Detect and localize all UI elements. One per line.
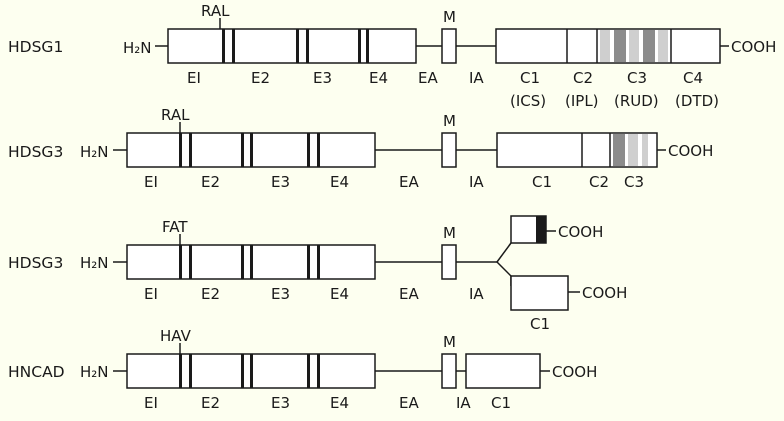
domain-label: E2 [201,394,220,412]
domain-label: EI [144,173,158,191]
rud-shaded-repeats [600,30,668,62]
domain-label: C3 [627,69,647,87]
domain-label: E4 [369,69,388,87]
domain-label: EA [399,173,419,191]
motif-label: RAL [161,106,190,124]
domain-label: E2 [201,285,220,303]
cadherin-repeat-bars [179,354,320,388]
domain-label: E3 [313,69,332,87]
domain-label: EA [399,394,419,412]
branch-line-upper [496,242,512,263]
motif-label: RAL [201,2,230,20]
n-terminus-label: H₂N [123,39,152,57]
domain-label: C1 [520,69,540,87]
domain-label: EI [144,394,158,412]
domain-label: IA [456,394,471,412]
cadherin-repeat-bars [179,133,320,167]
n-terminus-label: H₂N [80,254,109,272]
domain-labels: EI E2 E3 E4 EA IA C1 [144,394,511,412]
domain-label: C1 [532,173,552,191]
row-hdsg1: HDSG1 H₂N RAL M COOH [8,2,776,110]
domain-label: EI [144,285,158,303]
membrane-segment-box [441,353,457,389]
c-terminus-label: COOH [552,363,597,381]
n-terminus-label: H₂N [80,143,109,161]
cadherin-repeat-bars [222,29,369,63]
domain-label: IA [469,285,484,303]
n-terminus-label: H₂N [80,363,109,381]
c-terminus-label: COOH [668,142,713,160]
domain-sublabel: (ICS) [510,92,546,110]
branch-line-lower [496,261,512,286]
domain-label: E3 [271,394,290,412]
domain-label: E4 [330,394,349,412]
protein-name: HDSG3 [8,254,63,272]
domain-label: EI [187,69,201,87]
row-hdsg3: HDSG3 H₂N RAL M COOH EI E2 E [8,106,713,191]
domain-label: IA [469,173,484,191]
domain-label: E3 [271,285,290,303]
cadherin-repeat-bars [179,245,320,279]
membrane-segment-box [441,132,457,168]
domain-label: EA [418,69,438,87]
membrane-segment-box [441,244,457,280]
c-terminus-label-upper: COOH [558,223,603,241]
c-terminus-label-lower: COOH [582,284,627,302]
motif-label: FAT [162,218,188,236]
protein-name: HNCAD [8,363,65,381]
protein-name: HDSG3 [8,143,63,161]
row-hdsg3-variant: HDSG3 H₂N FAT M COOH COOH EI E2 E3 [8,215,627,333]
motif-label: HAV [160,327,192,345]
domain-label: C1 [491,394,511,412]
domain-label: E4 [330,285,349,303]
domain-label: C2 [589,173,609,191]
domain-label: EA [399,285,419,303]
domain-label: C2 [573,69,593,87]
domain-label: C1 [530,315,550,333]
domain-labels: EI E2 E3 E4 EA IA C1 C2 C3 [144,173,644,191]
membrane-label: M [443,224,456,242]
domain-sublabel: (RUD) [614,92,659,110]
domain-labels: EI E2 E3 E4 EA IA C1 [144,285,550,333]
membrane-label: M [443,8,456,26]
domain-label: E3 [271,173,290,191]
cytoplasmic-domain-box [465,353,541,389]
domain-label: E2 [201,173,220,191]
membrane-label: M [443,112,456,130]
domain-label: IA [469,69,484,87]
domain-labels: EI E2 E3 E4 EA IA C1 C2 C3 C4 (ICS) (IPL… [187,69,719,110]
row-hncad: HNCAD H₂N HAV M COOH EI E2 E3 E4 EA IA C… [8,327,597,412]
short-tail-end-bar [536,216,546,243]
rud-shaded-repeats [613,134,648,166]
membrane-label: M [443,333,456,351]
domain-sublabel: (IPL) [565,92,599,110]
c-terminus-label: COOH [731,38,776,56]
domain-label: E4 [330,173,349,191]
domain-sublabel: (DTD) [675,92,719,110]
domain-label: C4 [683,69,703,87]
domain-label: C3 [624,173,644,191]
protein-name: HDSG1 [8,38,63,56]
extracellular-domain-box [167,28,417,64]
domain-label: E2 [251,69,270,87]
cytoplasmic-domain-box [510,275,569,311]
membrane-segment-box [441,28,457,64]
